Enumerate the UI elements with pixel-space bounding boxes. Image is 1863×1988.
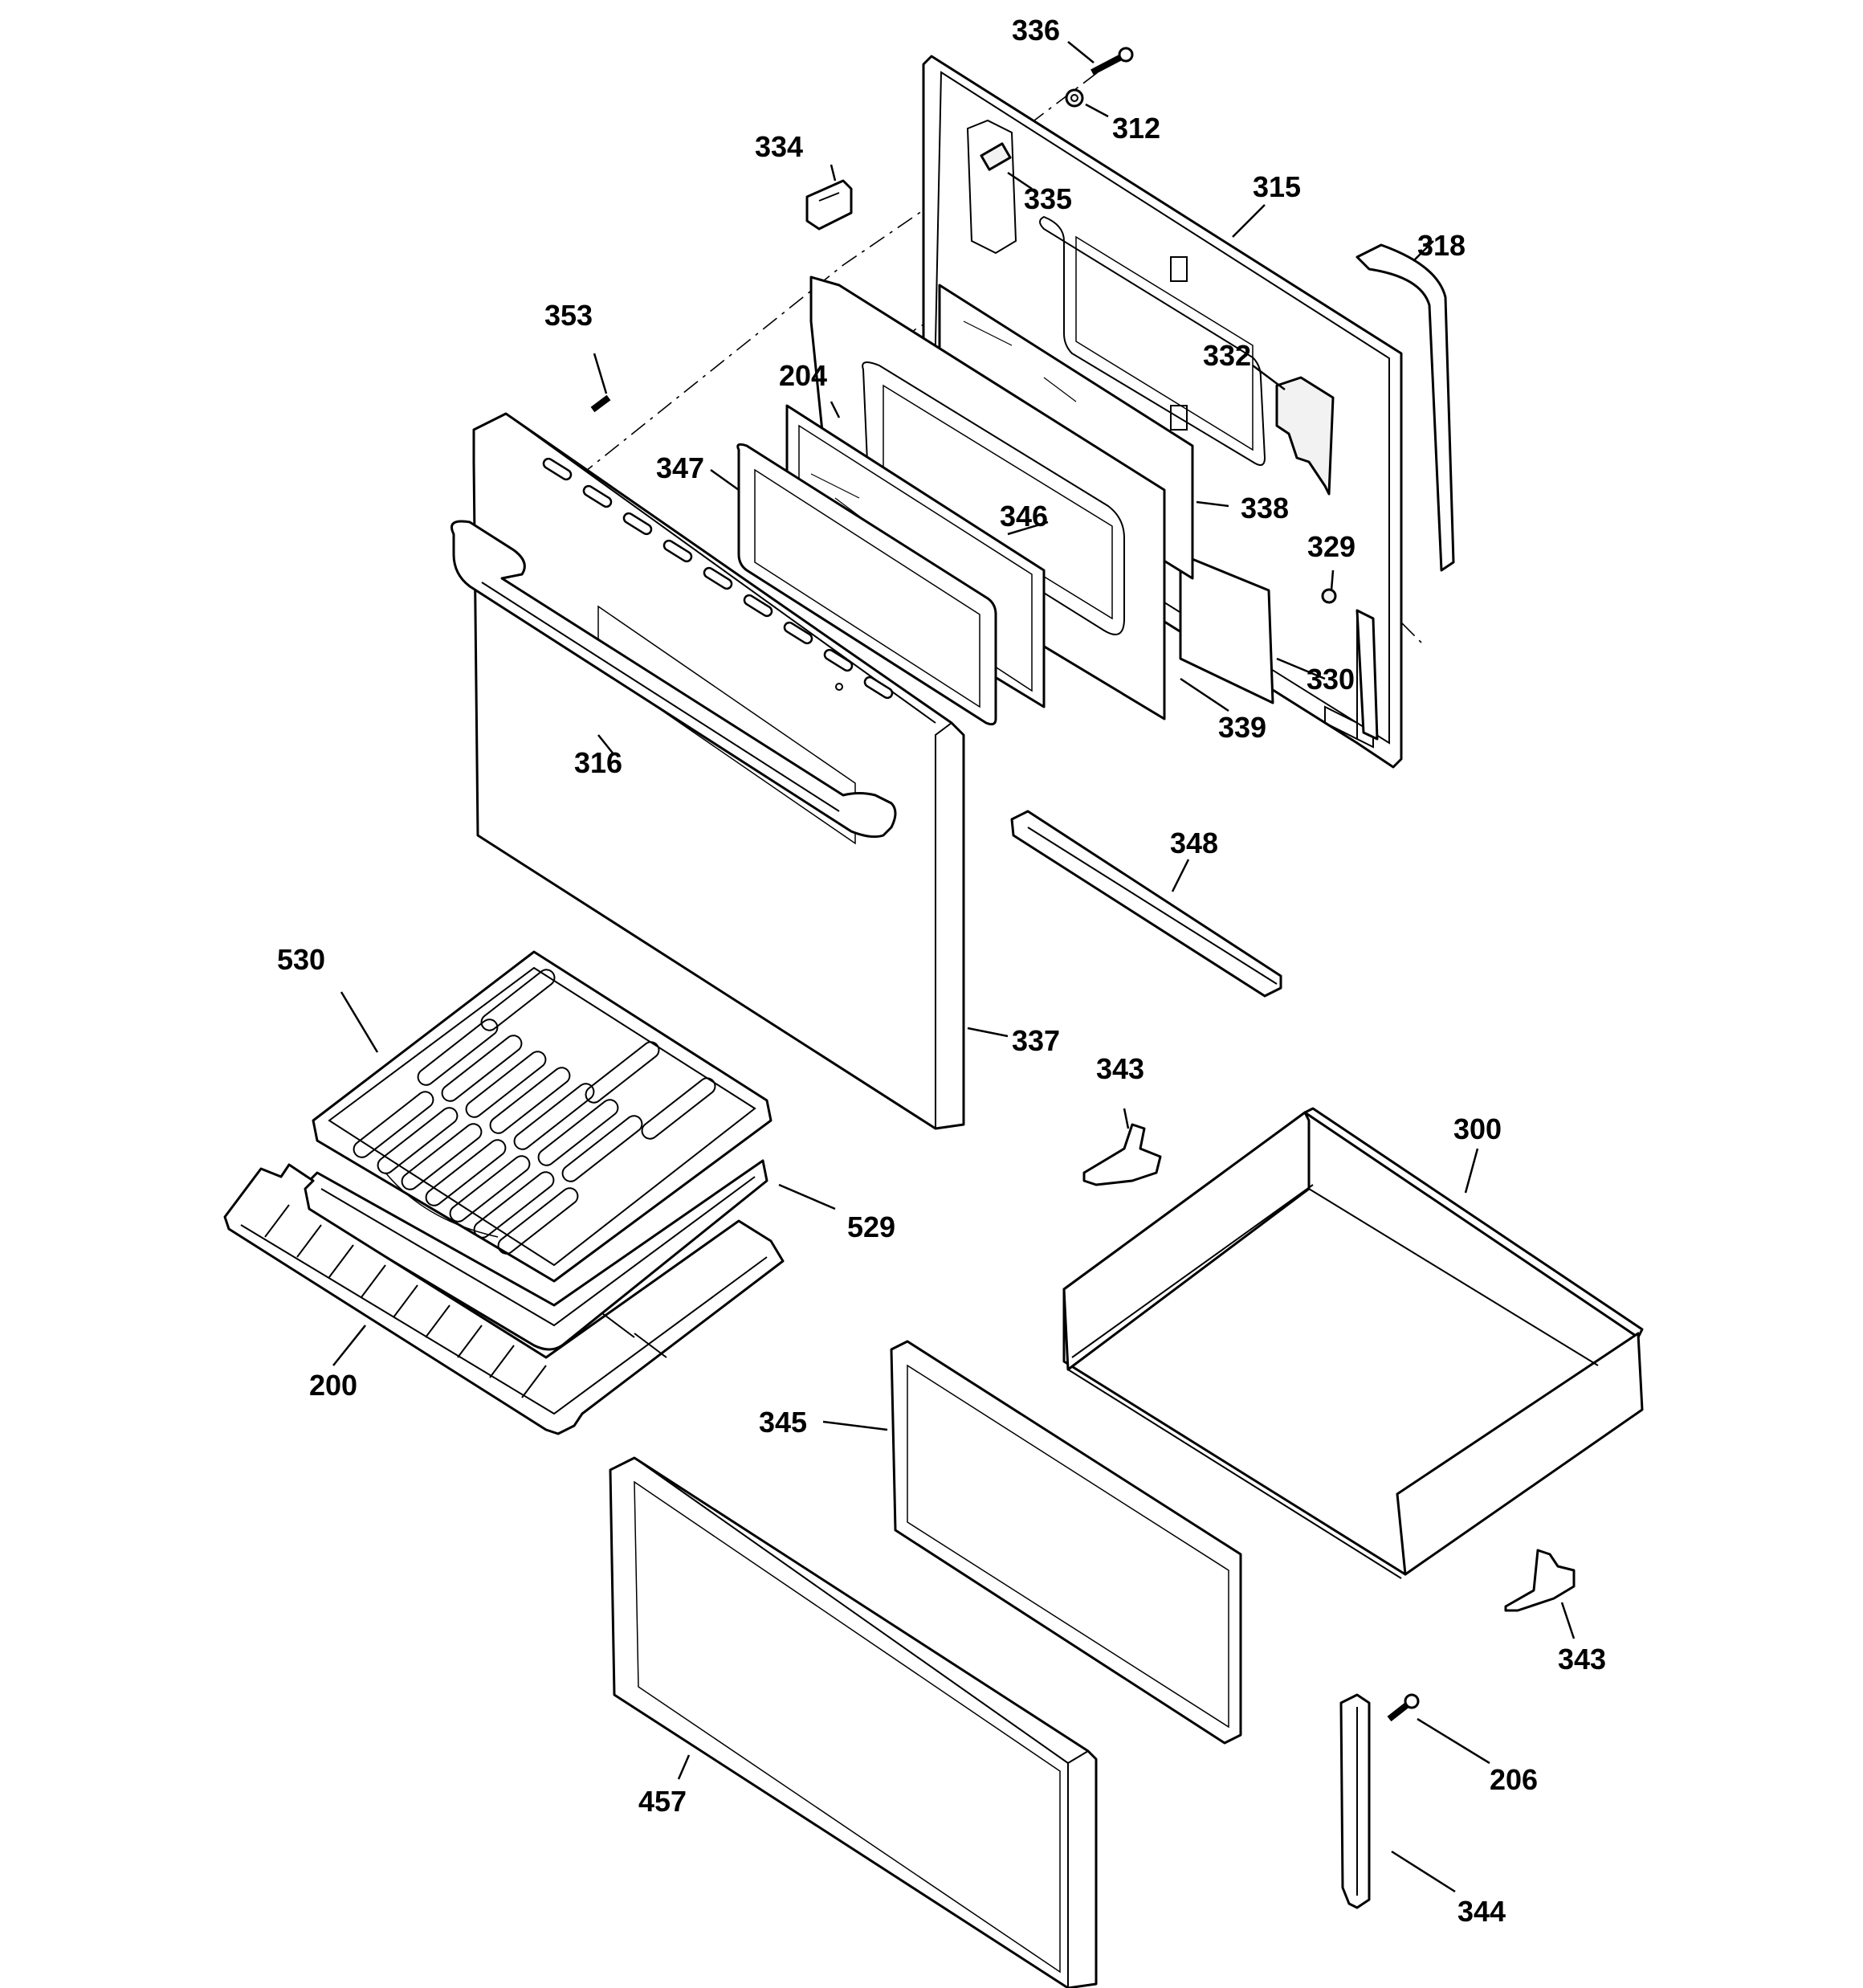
label-346: 346	[1000, 500, 1048, 533]
part-457-drawer-panel	[609, 1456, 1098, 1988]
part-206-screw	[1387, 1693, 1420, 1722]
label-343b: 343	[1558, 1643, 1606, 1676]
part-330-hinge	[1355, 609, 1379, 741]
part-332-insulation	[1275, 376, 1335, 496]
rack-wires	[264, 1204, 667, 1398]
part-345-drawer-frame	[890, 1340, 1242, 1745]
part-336-screw	[1090, 47, 1134, 76]
part-200-oven-rack	[223, 1163, 785, 1435]
label-343a: 343	[1096, 1052, 1144, 1085]
label-318: 318	[1417, 229, 1466, 262]
part-315-door-liner	[922, 55, 1403, 769]
part-329-screw	[1321, 588, 1337, 604]
label-315: 315	[1253, 170, 1301, 203]
label-529: 529	[847, 1210, 895, 1243]
label-312: 312	[1112, 112, 1160, 145]
label-348: 348	[1170, 827, 1218, 859]
label-457: 457	[638, 1785, 687, 1818]
label-339: 339	[1218, 711, 1266, 744]
part-353-screw	[590, 394, 611, 413]
part-529-broiler-pan	[300, 1159, 768, 1351]
label-530: 530	[277, 943, 325, 976]
part-335-pin	[980, 142, 1012, 171]
label-337: 337	[1012, 1024, 1060, 1057]
part-343-glide-lower	[1504, 1549, 1576, 1612]
label-330: 330	[1307, 663, 1355, 696]
label-338: 338	[1241, 492, 1289, 525]
label-300: 300	[1453, 1112, 1502, 1145]
leader-lines	[332, 41, 1576, 1893]
label-336: 336	[1012, 14, 1060, 47]
label-206: 206	[1490, 1763, 1538, 1796]
label-332: 332	[1203, 339, 1251, 372]
part-labels: 336 312 334 335 315 318 353 204 332 347 …	[277, 14, 1606, 1928]
part-312-washer	[1065, 88, 1084, 108]
part-339-panel	[1179, 553, 1274, 704]
label-353: 353	[544, 299, 593, 332]
label-334: 334	[755, 130, 803, 163]
part-348-strip	[1010, 810, 1282, 998]
part-334-bracket	[805, 179, 853, 231]
part-530-broiler-grid	[312, 950, 773, 1283]
label-335: 335	[1024, 182, 1072, 215]
part-300-drawer	[1062, 1107, 1644, 1579]
part-347-gasket	[736, 443, 997, 726]
label-347: 347	[656, 451, 704, 484]
grid-slots	[353, 969, 716, 1255]
part-316-handle	[450, 520, 897, 839]
label-329: 329	[1307, 530, 1355, 563]
label-344: 344	[1457, 1895, 1506, 1928]
label-200: 200	[309, 1369, 357, 1402]
part-318-trim	[1355, 243, 1455, 572]
vent-slots	[542, 457, 894, 700]
part-337-door-panel	[472, 412, 965, 1130]
label-204: 204	[779, 359, 827, 392]
part-344-rail	[1339, 1693, 1371, 1909]
part-343-glide-upper	[1082, 1123, 1162, 1186]
label-316: 316	[574, 746, 622, 779]
label-345: 345	[759, 1406, 807, 1439]
